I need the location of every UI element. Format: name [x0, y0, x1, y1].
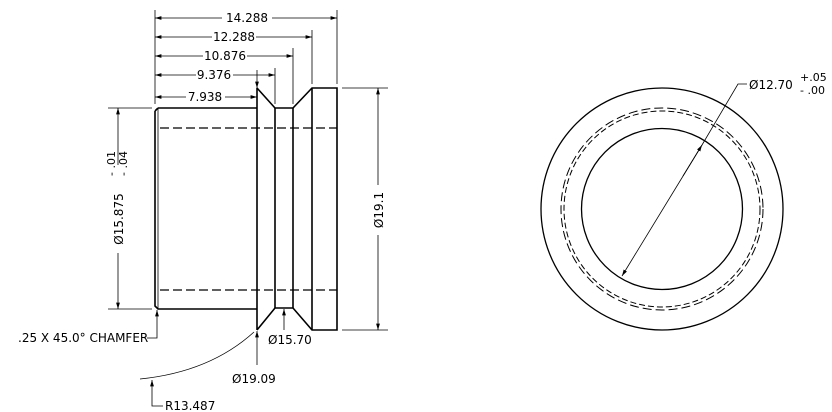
tol-upper: - .01	[105, 151, 118, 176]
dimension-cone-diameter: Ø19.09	[232, 331, 276, 386]
dim-text: 12.288	[213, 30, 255, 44]
dim-text: Ø19.1	[372, 192, 386, 228]
dim-text: 7.938	[188, 90, 222, 104]
radius-callout: R13.487	[139, 331, 255, 412]
dim-text: Ø19.09	[232, 372, 276, 386]
tol-lower: - .00	[800, 84, 825, 97]
hidden-circle	[563, 110, 761, 308]
dim-text: R13.487	[165, 399, 215, 412]
dim-text: 9.376	[197, 68, 231, 82]
bore-circle	[580, 127, 744, 291]
hidden-circle	[560, 107, 764, 311]
dim-text: Ø12.70	[749, 78, 793, 92]
dimension-10876: 10.876	[155, 49, 293, 63]
chamfer-callout: .25 X 45.0° CHAMFER	[18, 310, 159, 345]
dim-text: 14.288	[226, 11, 268, 25]
dimension-body-diameter: Ø15.875 - .01 - .04	[105, 108, 130, 309]
dimension-flange-diameter: Ø19.1	[372, 88, 386, 330]
dim-text: Ø15.875	[112, 193, 126, 244]
dim-text: Ø15.70	[268, 333, 312, 347]
outer-circle	[540, 87, 784, 331]
extension-lines	[108, 10, 388, 331]
chamfer-note: .25 X 45.0° CHAMFER	[18, 331, 148, 345]
dim-text: 10.876	[204, 49, 246, 63]
tol-upper: +.05	[800, 71, 827, 84]
tol-lower: - .04	[117, 151, 130, 176]
part-outline	[154, 87, 338, 331]
dimension-12288: 12.288	[155, 30, 312, 44]
dimension-14288: 14.288	[155, 11, 337, 25]
dimension-9376: 9.376	[155, 68, 275, 88]
dimension-bore-diameter: Ø12.70 +.05 - .00	[621, 71, 827, 277]
dimension-groove-diameter: Ø15.70	[268, 309, 312, 347]
dimension-7938: 7.938	[155, 90, 257, 104]
